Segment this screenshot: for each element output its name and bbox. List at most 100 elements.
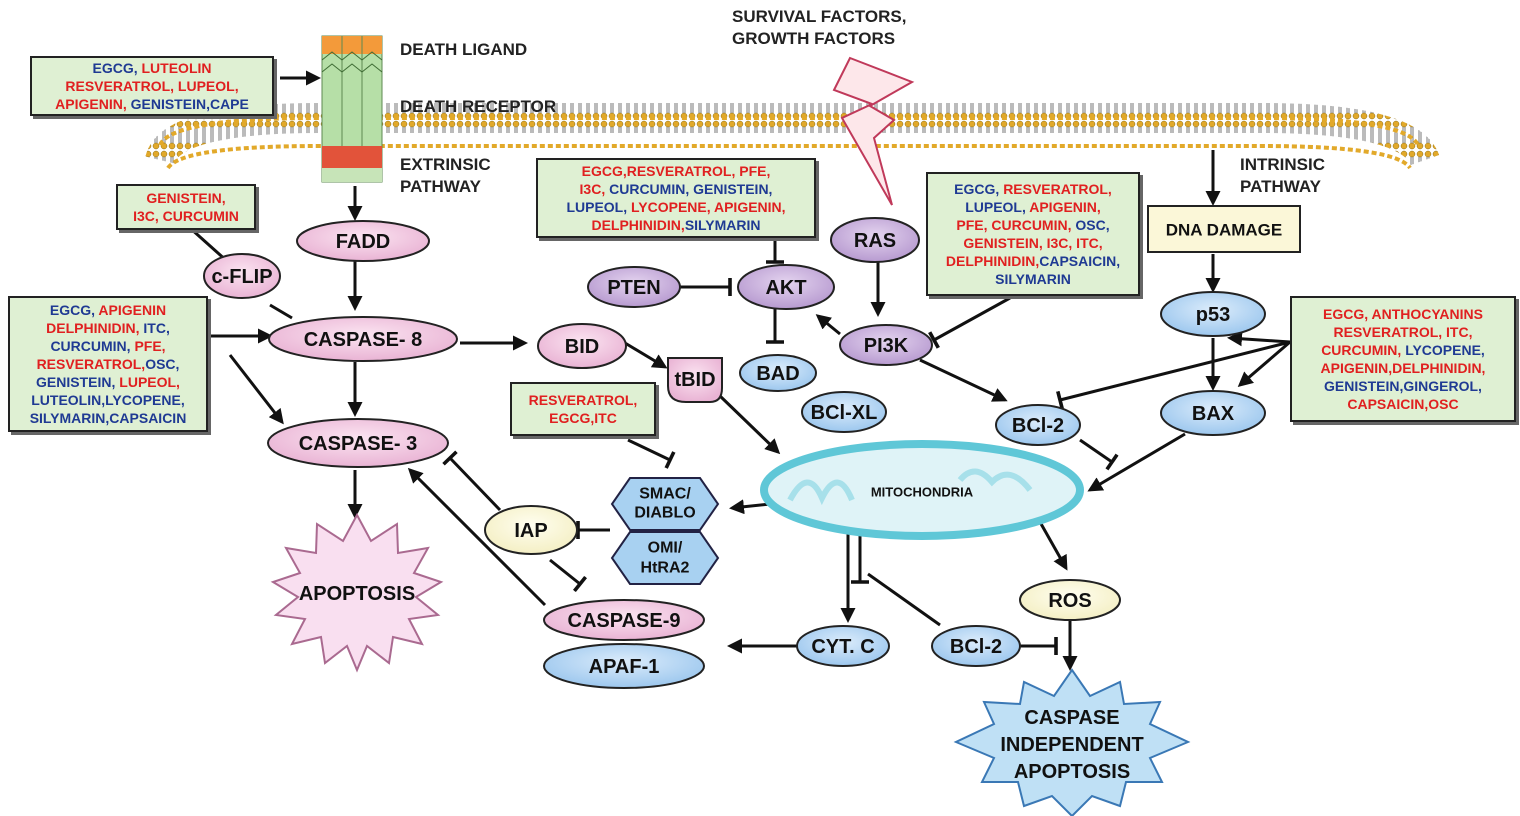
lightning-bolt-icon [832, 56, 915, 206]
ras-label: RAS [854, 230, 896, 252]
cflip-node [203, 253, 281, 299]
compound-text: CAPSAICIN,OSC [1347, 396, 1459, 412]
ros-label: ROS [1048, 590, 1091, 612]
smac-label-2: DIABLO [634, 505, 695, 522]
compound-line: GENISTEIN, I3C, ITC, [928, 234, 1138, 252]
apoptosis-burst-shape [270, 512, 444, 673]
death-ligand-label: DEATH LIGAND [400, 40, 527, 59]
compound-text: CAPSAICIN, [1039, 253, 1121, 269]
compound-text: DELPHINIDIN, [945, 253, 1040, 269]
death-receptor-label: DEATH RECEPTOR [400, 97, 556, 116]
compound-text: DELPHINIDIN, [591, 217, 685, 233]
akt-compounds-box: EGCG,RESVERATROL, PFE,I3C, CURCUMIN, GEN… [536, 158, 816, 238]
extrinsic-label-1: EXTRINSIC [400, 155, 491, 174]
compound-line: SILYMARIN [928, 270, 1138, 288]
compound-line: DELPHINIDIN,CAPSAICIN, [928, 252, 1138, 270]
compound-text: GENISTEIN,CAPE [130, 96, 249, 112]
compound-text: PFE, [134, 338, 166, 354]
compound-text: LUTEOLIN,LYCOPENE, [31, 392, 185, 408]
cia-label-2: INDEPENDENT [1000, 734, 1143, 756]
iap-label: IAP [514, 520, 547, 542]
cflip-compounds-box: GENISTEIN, I3C, CURCUMIN [116, 184, 256, 230]
bcl2-upper-label: BCl-2 [1012, 415, 1064, 437]
cia-label-3: APOPTOSIS [1014, 761, 1130, 783]
pi3k-compounds-box: EGCG, RESVERATROL,LUPEOL, APIGENIN,PFE, … [926, 172, 1140, 296]
compound-line: EGCG,RESVERATROL, PFE, [538, 162, 814, 180]
pten-node [587, 266, 681, 308]
pi3k-node [839, 324, 933, 366]
compound-text: SILYMARIN [995, 271, 1071, 287]
pathway-edges [188, 70, 1291, 671]
compound-line: SILYMARIN,CAPSAICIN [10, 409, 206, 427]
smac-compounds-box: RESVERATROL,EGCG,ITC [510, 382, 656, 436]
compound-line: EGCG, RESVERATROL, [928, 180, 1138, 198]
compound-text: CURCUMIN, [50, 338, 135, 354]
compound-text: EGCG, [92, 60, 142, 76]
compound-text: RESVERATROL, LUPEOL, [65, 78, 239, 94]
compound-text: I3C, CURCUMIN [133, 208, 239, 224]
compound-text: CURCUMIN, [1321, 342, 1406, 358]
bid-node [537, 323, 627, 369]
caspase8-label: CASPASE- 8 [304, 329, 423, 351]
fadd-label: FADD [336, 231, 390, 253]
compound-line: LUPEOL, APIGENIN, [928, 198, 1138, 216]
compound-text: RESVERATROL, ITC, [1333, 324, 1473, 340]
compound-line: RESVERATROL,OSC, [10, 355, 206, 373]
compound-text: GENISTEIN, I3C, ITC, [963, 235, 1103, 251]
compound-line: EGCG,ITC [512, 409, 654, 427]
compound-line: APIGENIN, GENISTEIN,CAPE [32, 95, 272, 113]
fadd-node [296, 220, 430, 262]
apoptosis-label: APOPTOSIS [299, 583, 415, 605]
compound-line: RESVERATROL, ITC, [1292, 323, 1514, 341]
compound-line: GENISTEIN, LUPEOL, [10, 373, 206, 391]
intrinsic-label-1: INTRINSIC [1240, 155, 1325, 174]
compound-text: SILYMARIN,CAPSAICIN [29, 410, 187, 426]
caspase3-node [267, 418, 449, 468]
compound-text: SILYMARIN [684, 217, 761, 233]
compound-line: GENISTEIN, [118, 189, 254, 207]
caspase9-node [543, 599, 705, 641]
compound-text: RESVERATROL, [528, 392, 638, 408]
apaf1-label: APAF-1 [589, 656, 660, 678]
pi3k-label: PI3K [864, 335, 909, 357]
compound-text: GENISTEIN,GINGEROL, [1324, 378, 1482, 394]
omi-htra2-hexagon [610, 531, 720, 585]
compound-text: LYCOPENE, [1405, 342, 1485, 358]
compound-line: PFE, CURCUMIN, OSC, [928, 216, 1138, 234]
bclxl-label: BCl-XL [811, 402, 878, 424]
compound-line: LUTEOLIN,LYCOPENE, [10, 391, 206, 409]
p53-label: p53 [1196, 304, 1230, 326]
survival-label-2: GROWTH FACTORS [732, 29, 895, 48]
bcl2-upper-node [995, 404, 1081, 446]
compound-text: LUPEOL, [965, 199, 1030, 215]
compound-line: I3C, CURCUMIN, GENISTEIN, [538, 180, 814, 198]
omi-label-2: HtRA2 [641, 560, 690, 577]
bid-label: BID [565, 336, 599, 358]
compound-text: RESVERATROL, [36, 356, 146, 372]
p53-node [1160, 291, 1266, 337]
akt-node [737, 264, 835, 310]
mitochondria-icon [760, 440, 1084, 540]
compound-line: I3C, CURCUMIN [118, 207, 254, 225]
compound-text: GENISTEIN, [146, 190, 226, 206]
bcl2-lower-label: BCl-2 [950, 636, 1002, 658]
compound-text: EGCG, [954, 181, 1004, 197]
akt-label: AKT [765, 277, 806, 299]
compound-text: APIGENIN, [1029, 199, 1101, 215]
compound-line: EGCG, ANTHOCYANINS [1292, 305, 1514, 323]
extrinsic-label-2: PATHWAY [400, 177, 482, 196]
apaf1-node [543, 643, 705, 689]
compound-line: APIGENIN,DELPHINIDIN, [1292, 359, 1514, 377]
mitochondria-label: MITOCHONDRIA [871, 485, 974, 500]
compound-text: APIGENIN,DELPHINIDIN, [1320, 360, 1486, 376]
compound-line: EGCG, APIGENIN [10, 301, 206, 319]
bad-node [739, 354, 817, 392]
caspase-independent-burst-shape [953, 668, 1191, 816]
compound-text: EGCG,RESVERATROL, PFE, [581, 163, 771, 179]
compound-text: EGCG, [49, 302, 99, 318]
bclxl-node [801, 391, 887, 433]
